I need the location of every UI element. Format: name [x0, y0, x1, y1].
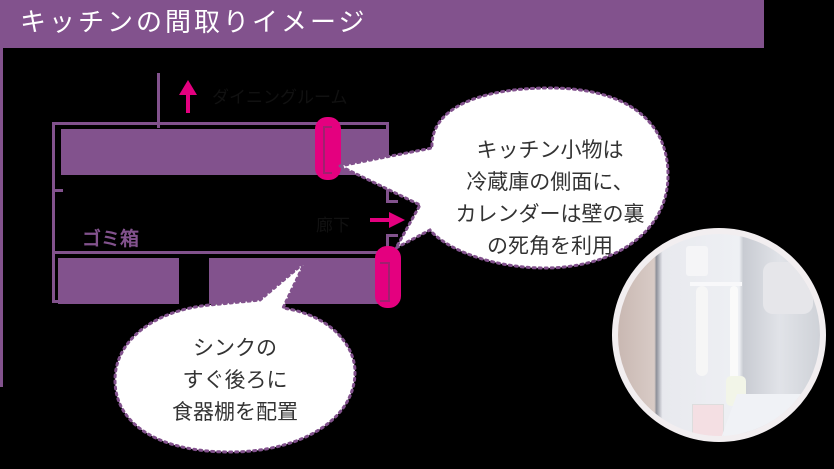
- arrow-right-icon: [370, 212, 405, 228]
- left-border: [0, 48, 3, 387]
- hanging-brush: [730, 286, 738, 386]
- hallway-label: 廊下: [316, 216, 350, 236]
- arrow-up-icon: [179, 80, 197, 113]
- wall-line-top: [157, 73, 160, 128]
- kitchen-photo: [612, 228, 826, 442]
- hook-rail: [690, 282, 742, 286]
- hanging-scissors: [696, 286, 708, 376]
- wall-right-bottom: [386, 234, 389, 254]
- wall-right-bottom-stub: [386, 234, 398, 237]
- wall-mid-left-divider: [55, 189, 63, 192]
- callout-bubble-sink: [113, 260, 357, 454]
- page-title: キッチンの間取りイメージ: [20, 8, 368, 38]
- wall-left: [52, 122, 55, 302]
- fridge-side-inner: [323, 126, 332, 174]
- callout-text-fridge: キッチン小物は 冷蔵庫の側面に、 カレンダーは壁の裏 の死角を利用: [455, 138, 645, 258]
- toothbrush-cup: [692, 404, 724, 436]
- dining-room-label: ダイニングルーム: [212, 88, 348, 108]
- counter-gap: [179, 254, 209, 304]
- trash-bin-label: ゴミ箱: [82, 228, 140, 250]
- wall-right-top-stub: [386, 200, 398, 203]
- callout-bubble-fridge: [335, 86, 670, 270]
- trash-counter: [58, 258, 179, 304]
- wall-back-inner: [380, 262, 390, 302]
- rice-cooker: [763, 262, 813, 314]
- wall-mid: [55, 251, 389, 254]
- sink-tray: [718, 394, 820, 436]
- wall-top: [52, 122, 389, 125]
- timer-device: [686, 246, 708, 276]
- header-bar: [0, 0, 764, 48]
- callout-text-sink: シンクの すぐ後ろに 食器棚を配置: [172, 336, 298, 424]
